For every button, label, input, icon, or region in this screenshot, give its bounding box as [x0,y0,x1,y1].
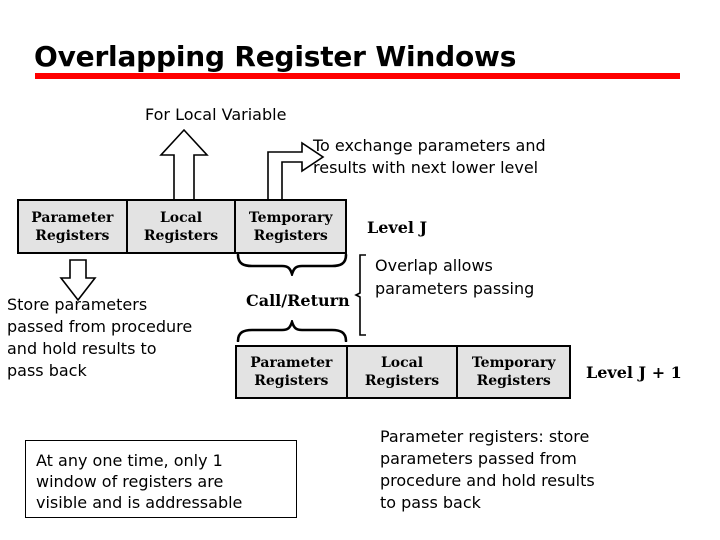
label-store-parameters: Store parameters passed from procedure a… [7,295,193,380]
register-cell-parameter[interactable]: Parameter Registers [237,347,348,397]
register-cell-line2: Registers [253,227,328,244]
label-call-return: Call/Return [246,291,350,310]
note-box: At any one time, only 1 window of regist… [25,440,297,518]
register-cell-temporary[interactable]: Temporary Registers [236,201,345,252]
register-cell-parameter[interactable]: Parameter Registers [19,201,128,252]
register-cell-line2: Registers [254,373,329,389]
register-cell-line2: Registers [476,373,551,389]
label-level-j-plus-1: Level J + 1 [586,363,682,382]
up-arrow-icon [158,128,210,202]
register-cell-line2: Registers [35,227,110,244]
register-cell-line1: Local [159,209,203,226]
note-box-text: At any one time, only 1 window of regist… [36,451,243,512]
register-cell-local[interactable]: Local Registers [347,347,459,397]
label-for-local-variable: For Local Variable [145,105,287,124]
register-cell-line1: Parameter [250,355,333,371]
overlap-bracket-icon [354,253,370,337]
register-cell-local[interactable]: Local Registers [127,201,237,252]
label-to-exchange-parameters: To exchange parameters and results with … [313,136,546,177]
register-cell-line1: Temporary [471,355,556,371]
register-row-level-j-plus-1: Parameter Registers Local Registers Temp… [235,345,571,399]
register-cell-temporary[interactable]: Temporary Registers [458,347,569,397]
register-cell-line1: Local [380,355,424,371]
page-title: Overlapping Register Windows [34,40,517,73]
label-parameter-registers-note: Parameter registers: store parameters pa… [380,427,595,512]
register-cell-line1: Temporary [248,209,333,226]
title-underline-rule [35,73,680,79]
label-overlap-allows: Overlap allows parameters passing [375,256,535,298]
register-cell-line2: Registers [364,373,440,389]
register-row-level-j: Parameter Registers Local Registers Temp… [17,199,347,254]
label-level-j: Level J [367,218,428,237]
brace-top-icon [236,254,348,276]
brace-bottom-icon [236,320,348,342]
register-cell-line2: Registers [143,227,219,244]
register-cell-line1: Parameter [31,209,114,226]
down-arrow-icon [58,258,98,302]
elbow-arrow-right-icon [264,140,326,202]
